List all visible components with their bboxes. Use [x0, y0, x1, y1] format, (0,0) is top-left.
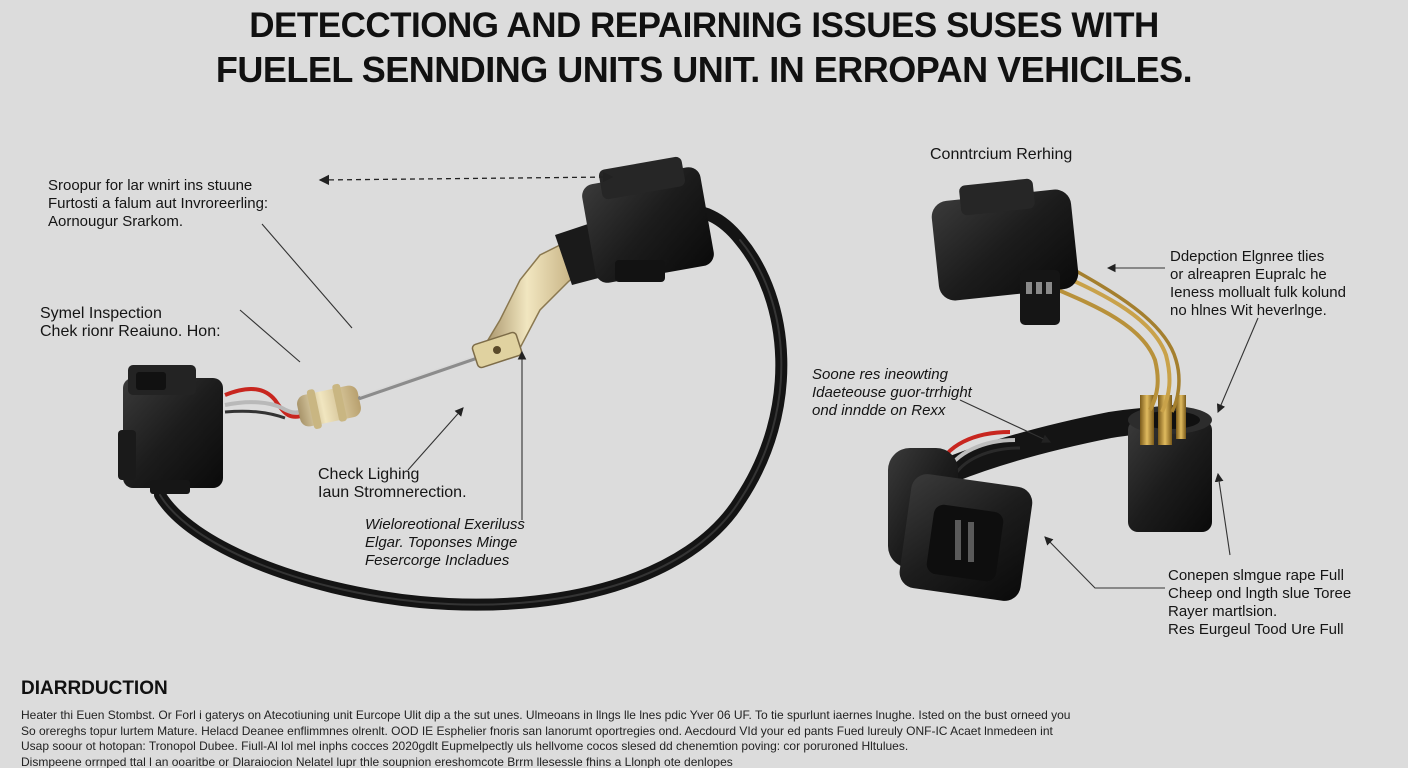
left-fuel-sender-assembly — [118, 156, 788, 611]
title-line-1: DETECCTIONG AND REPAIRNING ISSUES SUSES … — [249, 6, 1159, 45]
body-line: Heater thi Euen Stombst. Or Forl i gater… — [21, 708, 1071, 722]
lower-right-connector — [888, 448, 1033, 601]
brass-tube-2 — [1044, 266, 1172, 413]
label-symel-inspection: Symel Inspection Chek rionr Reaiuno. Hon… — [40, 305, 221, 340]
sender-probe-rod — [358, 354, 484, 400]
sender-cylinder — [1128, 395, 1212, 532]
section-body: Heater thi Euen Stombst. Or Forl i gater… — [21, 708, 1391, 768]
inline-coupler — [297, 383, 361, 429]
body-line: Usap soour ot hotopan: Tronopol Dubee. F… — [21, 739, 909, 753]
title-line-2: FUELEL SENNDING UNITS UNIT. IN ERROPAN V… — [215, 49, 1193, 90]
label-soone: Soone res ineowting Idaeteouse guor-trrh… — [812, 366, 972, 419]
label-connection-title: Conntrcium Rerhing — [930, 146, 1073, 163]
left-red-wire — [224, 387, 306, 419]
label-wieloreotion: Wieloreotional Exeriluss Elgar. Toponses… — [365, 516, 525, 569]
brass-tube-1 — [1034, 278, 1160, 411]
top-connector — [555, 156, 714, 285]
label-check-lighting: Check Lighing Iaun Stromnerection. — [318, 466, 467, 501]
body-line: Dismpeene orrnped ttal l an ooaritbe or … — [21, 754, 733, 768]
brass-tube-3 — [1059, 260, 1181, 413]
section-heading: DIARRDUCTION — [21, 678, 168, 699]
label-top-note: Sroopur for lar wnirt ins stuune Furtost… — [48, 177, 269, 230]
label-dedpection: Ddepction Elgnree tlies or alreapren Eup… — [1170, 248, 1346, 319]
upper-right-connector — [931, 178, 1079, 325]
right-connection-assembly — [888, 178, 1212, 601]
body-line: So orereghs topur lurtem Mature. Helacd … — [21, 723, 1053, 738]
left-connector — [118, 365, 223, 494]
label-conepen: Conepen slmgue rape Full Cheep ond lngth… — [1168, 567, 1352, 638]
dimension-arrow — [318, 171, 614, 186]
left-leader-lines — [239, 223, 527, 520]
right-leader-lines — [959, 263, 1259, 589]
